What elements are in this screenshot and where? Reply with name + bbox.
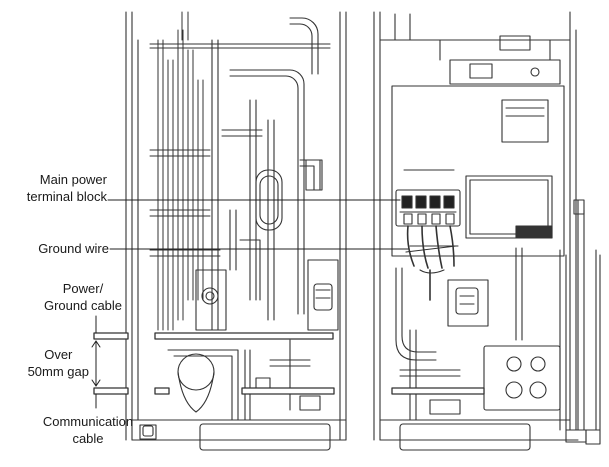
left-compressor-area xyxy=(167,259,339,421)
leader-lines xyxy=(95,199,409,409)
label-line: Power/ xyxy=(62,281,104,296)
control-box xyxy=(391,85,565,257)
label-line: Over xyxy=(44,347,73,362)
left-piping-middle xyxy=(149,17,331,331)
left-pipe-bundle xyxy=(149,11,221,331)
main-power-terminal-block-label: Main power terminal block xyxy=(27,171,107,205)
label-line: 50mm gap xyxy=(27,364,89,379)
right-lower-section xyxy=(395,247,561,421)
communication-cable-label: Communication cable xyxy=(18,413,158,447)
gap-label: Over 50mm gap xyxy=(28,346,89,380)
cable-bars xyxy=(93,332,485,395)
label-line: cable xyxy=(72,431,104,446)
label-line: Main power xyxy=(39,172,107,187)
left-unit-frame xyxy=(125,11,347,451)
label-line: Communication xyxy=(42,414,134,429)
label-line: terminal block xyxy=(26,189,107,204)
right-top-section xyxy=(379,13,571,85)
terminal-block xyxy=(395,189,461,227)
ground-wire-label: Ground wire xyxy=(38,240,109,257)
right-unit-frame xyxy=(373,11,601,451)
label-line: Ground wire xyxy=(38,241,109,256)
gap-dimension-arrow xyxy=(91,340,101,387)
terminal-wires xyxy=(405,225,459,301)
label-line: Ground cable xyxy=(43,298,123,313)
power-ground-cable-label: Power/ Ground cable xyxy=(28,280,138,314)
